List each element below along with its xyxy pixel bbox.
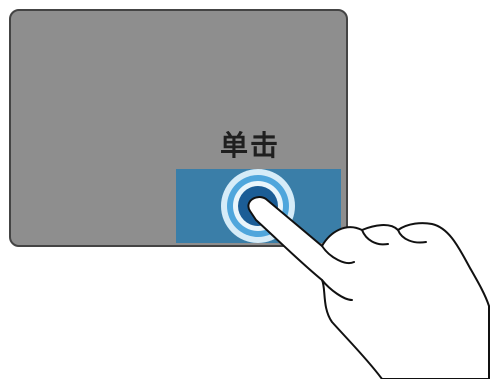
- pointing-hand-icon: [248, 197, 489, 379]
